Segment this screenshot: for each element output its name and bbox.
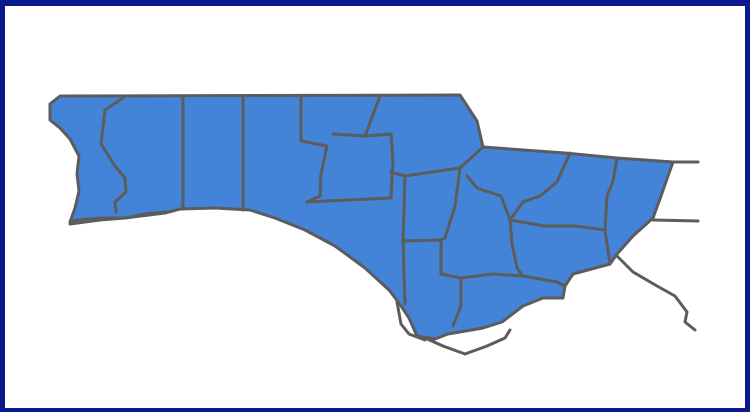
county-boundary-13: [508, 151, 572, 222]
county-region-outline: [48, 93, 675, 341]
county-boundary-14: [508, 218, 612, 266]
county-boundary-12: [459, 272, 525, 280]
county-boundary-15: [603, 156, 619, 232]
county-boundary-4: [299, 95, 329, 204]
coastline-east: [615, 254, 697, 332]
county-boundary-10: [439, 166, 463, 328]
county-boundary-9: [401, 238, 443, 243]
county-boundary-1: [99, 96, 128, 214]
county-boundary-6: [305, 132, 395, 204]
coastline-west-barrier: [68, 210, 167, 226]
county-boundary-11: [465, 174, 567, 288]
county-map: [48, 93, 700, 356]
coastline-bay-inlet: [395, 300, 427, 342]
coastline-spit: [423, 328, 512, 356]
county-boundary-7: [389, 145, 485, 178]
adjacent-boundary-east: [651, 218, 700, 223]
